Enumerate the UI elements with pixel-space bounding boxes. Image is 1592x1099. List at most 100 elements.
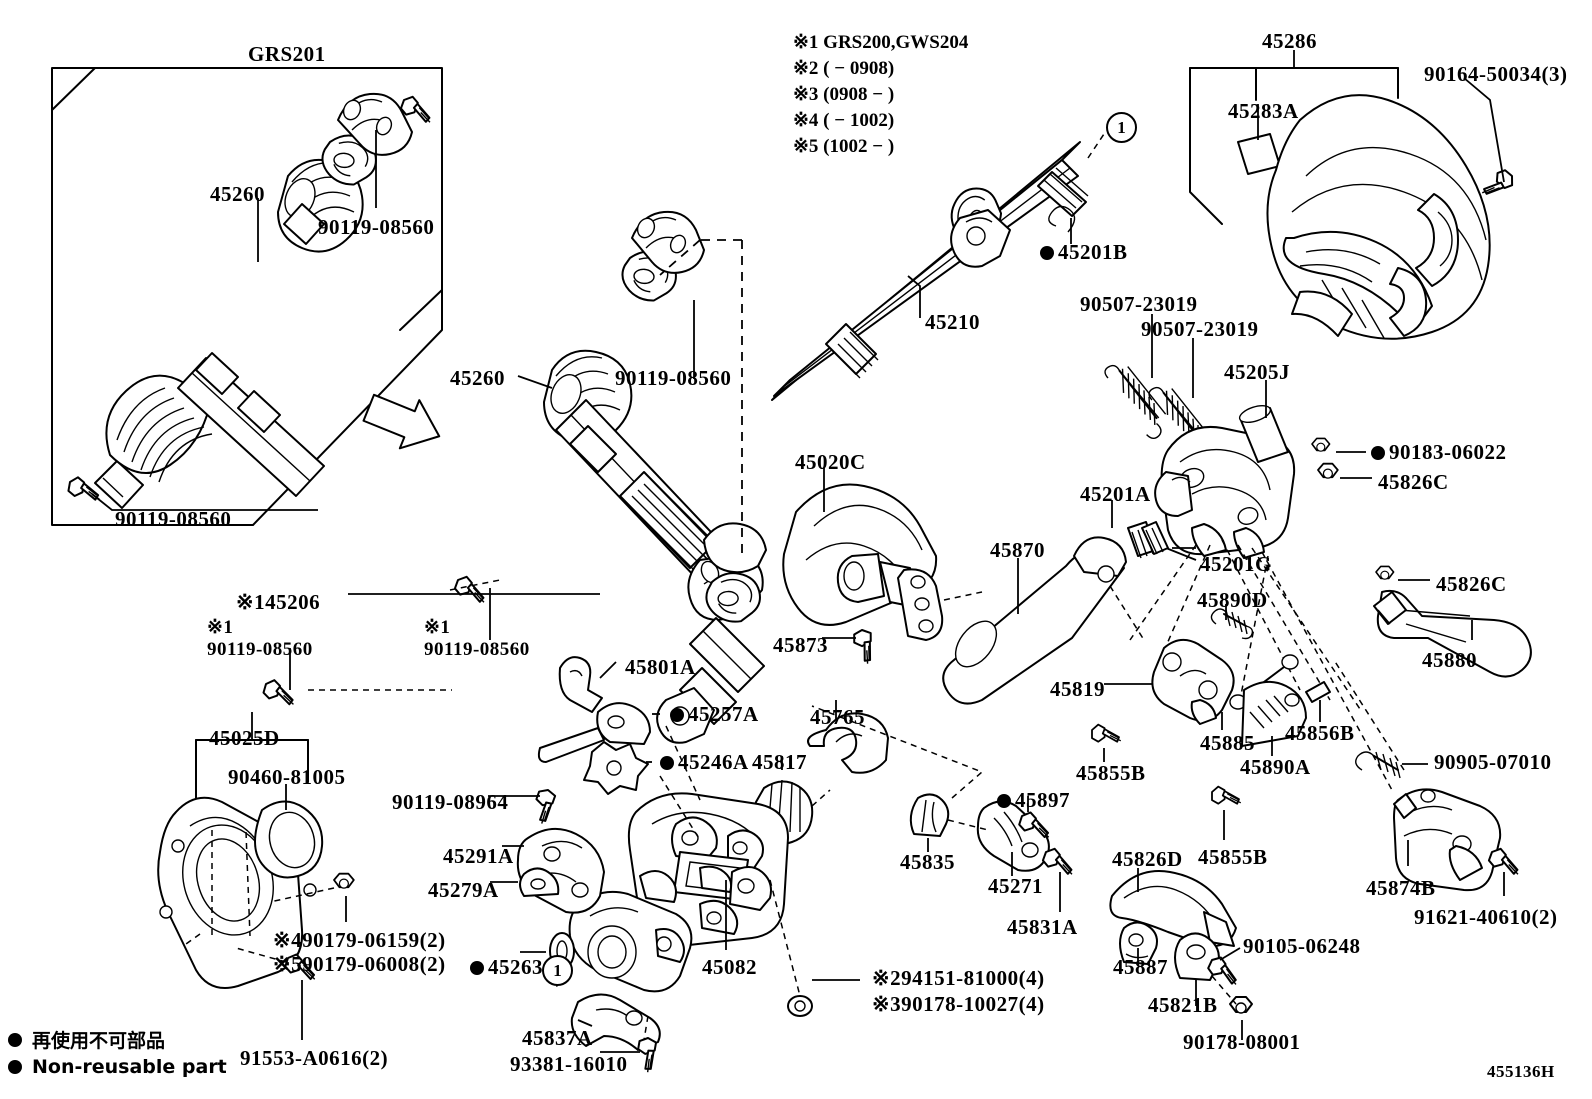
part-callout: 45880 [1422, 648, 1477, 673]
part-callout: ※145206 [236, 590, 320, 615]
part-number: 45263 [488, 955, 543, 979]
part-number: 90119-08560 [318, 215, 435, 239]
part-number: 45837A [522, 1026, 593, 1050]
part-callout: 45870 [990, 538, 1045, 563]
part-number: 45831A [1007, 915, 1078, 939]
part-number: 90178-08001 [1183, 1030, 1301, 1054]
part-number: 45271 [988, 874, 1043, 898]
starred-callout-right: ※1 90119-08560 [424, 617, 530, 662]
part-callout: 45279A [428, 878, 499, 903]
non-reusable-dot-icon [670, 708, 684, 722]
part-number: 91621-40610(2) [1414, 905, 1558, 929]
part-number: 45887 [1113, 955, 1168, 979]
part-callout: ※490179-06159(2) [273, 928, 446, 953]
part-callout: 45801A [625, 655, 696, 680]
non-reusable-dot-icon [660, 756, 674, 770]
part-callout: 45819 [1050, 677, 1105, 702]
part-number: 45890A [1240, 755, 1311, 779]
part-callout: 45765 [810, 705, 865, 730]
part-number: 45873 [773, 633, 828, 657]
legend-row-jp: 再使用不可部品 [8, 1026, 227, 1053]
part-callout: 45856B [1285, 721, 1355, 746]
part-callout: 93381-16010 [510, 1052, 628, 1077]
part-callout: 45257A [670, 702, 759, 727]
note-3: ※3 (0908 − ) [793, 84, 895, 105]
part-callout: 45887 [1113, 955, 1168, 980]
part-callout: ※294151-81000(4) [872, 966, 1045, 991]
part-number: 45870 [990, 538, 1045, 562]
part-number: 90507-23019 [1080, 292, 1198, 316]
part-number: 45821B [1148, 993, 1218, 1017]
inset-title-grs201: GRS201 [248, 42, 326, 66]
part-callout: 45821B [1148, 993, 1218, 1018]
part-number: 93381-16010 [510, 1052, 628, 1076]
part-number: ※294151-81000(4) [872, 966, 1045, 990]
part-callout: 45874B [1366, 876, 1436, 901]
part-number: 45210 [925, 310, 980, 334]
circled-reference-number: 1 [542, 955, 573, 986]
part-number: 45835 [900, 850, 955, 874]
part-number: 45205J [1224, 360, 1290, 384]
part-callout: 90507-23019 [1141, 317, 1259, 342]
starred-part-number: 90119-08560 [424, 639, 530, 661]
part-number: 45897 [1015, 788, 1070, 812]
part-callout: 45855B [1076, 761, 1146, 786]
part-callout: 45210 [925, 310, 980, 335]
part-number: 45020C [795, 450, 866, 474]
part-callout: 91621-40610(2) [1414, 905, 1557, 930]
part-callout: ※590179-06008(2) [273, 952, 446, 977]
part-callout: 45873 [773, 633, 828, 658]
note-1: ※1 GRS200,GWS204 [793, 32, 969, 53]
part-callout: 45205J [1224, 360, 1290, 385]
part-number: 90164-50034(3) [1424, 62, 1568, 86]
part-number: ※590179-06008(2) [273, 952, 446, 976]
part-number: 45880 [1422, 648, 1477, 672]
part-callout: 45263 [470, 955, 543, 980]
part-callout: 45890A [1240, 755, 1311, 780]
part-callout: 90119-08560 [615, 366, 731, 391]
part-number: 45246A [678, 750, 749, 774]
part-number: 90119-08964 [392, 790, 509, 814]
note-5: ※5 (1002 − ) [793, 136, 895, 157]
non-reusable-dot-icon [8, 1060, 22, 1074]
part-callout: 90119-08560 [318, 215, 434, 240]
part-callout: 45890D [1197, 588, 1268, 613]
part-callout: 45286 [1262, 29, 1317, 54]
non-reusable-dot-icon [1040, 246, 1054, 260]
part-callout: 45271 [988, 874, 1043, 899]
part-callout: 45201G [1200, 552, 1272, 577]
part-callout: 45291A [443, 844, 514, 869]
part-callout: 45020C [795, 450, 866, 475]
part-number: 90905-07010 [1434, 750, 1552, 774]
part-number: 45855B [1076, 761, 1146, 785]
part-number: 45257A [688, 702, 759, 726]
part-number: 90105-06248 [1243, 934, 1361, 958]
part-number: 45885 [1200, 731, 1255, 755]
part-number: 45826C [1436, 572, 1507, 596]
part-number: 45260 [210, 182, 265, 206]
part-callout: 90460-81005 [228, 765, 346, 790]
part-number: 90507-23019 [1141, 317, 1259, 341]
part-number: 45765 [810, 705, 865, 729]
part-callout: 45201B [1040, 240, 1128, 265]
part-number: 45890D [1197, 588, 1268, 612]
legend-jp-text: 再使用不可部品 [32, 1030, 166, 1052]
part-number: 45826D [1112, 847, 1183, 871]
part-callout: 90507-23019 [1080, 292, 1198, 317]
non-reusable-dot-icon [8, 1032, 22, 1047]
note-2: ※2 ( − 0908) [793, 58, 895, 79]
part-callout: 90119-08560 [115, 507, 231, 532]
part-number: 45801A [625, 655, 696, 679]
part-callout: 91553-A0616(2) [240, 1046, 388, 1071]
non-reusable-dot-icon [1371, 446, 1385, 460]
legend: 再使用不可部品 Non-reusable part [8, 1026, 227, 1081]
part-callout: 45855B [1198, 845, 1268, 870]
part-number: 45817 [752, 750, 807, 774]
legend-en-text: Non-reusable part [32, 1056, 227, 1078]
part-callout: 45260 [450, 366, 505, 391]
part-number: 45201A [1080, 482, 1151, 506]
part-number: 90119-08560 [115, 507, 232, 531]
part-callout: 90905-07010 [1434, 750, 1552, 775]
